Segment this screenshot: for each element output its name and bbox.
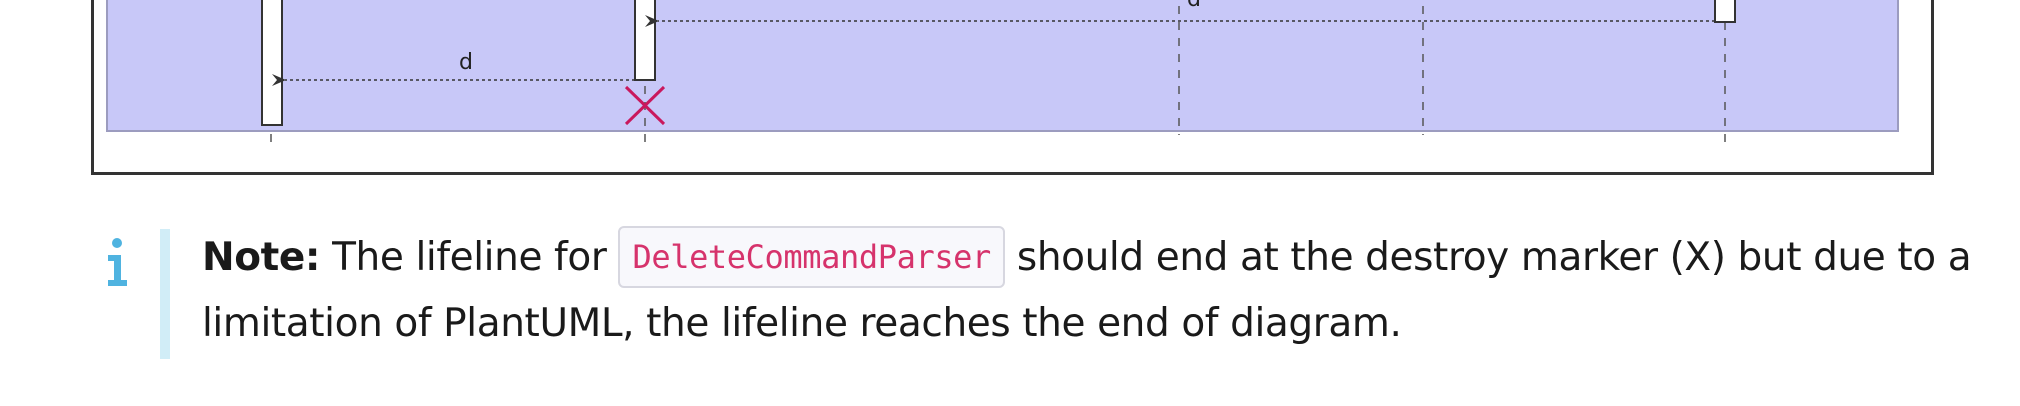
code-class-name: DeleteCommandParser: [618, 226, 1005, 288]
return-label-1: d: [1187, 0, 1201, 12]
activation-bar-5: [1714, 0, 1736, 23]
info-icon: [108, 238, 127, 286]
activation-bar-1: [261, 0, 283, 126]
note-label: Note:: [202, 235, 321, 280]
note-callout: Note: The lifeline for DeleteCommandPars…: [100, 226, 2000, 359]
note-text-before-code: The lifeline for: [332, 235, 607, 280]
activation-bar-delete-command-parser: [634, 0, 656, 81]
return-label-2: d: [459, 50, 473, 75]
note-text: Note: The lifeline for DeleteCommandPars…: [202, 225, 2002, 357]
destroy-marker: [624, 85, 666, 126]
note-accent-bar: [160, 229, 170, 359]
group-box: [106, 0, 1899, 132]
note-text-after-code: should end at the destroy marker (X) but…: [202, 235, 1972, 346]
sequence-diagram: d d: [106, 0, 1899, 145]
sequence-diagram-frame: d d: [91, 0, 1934, 175]
